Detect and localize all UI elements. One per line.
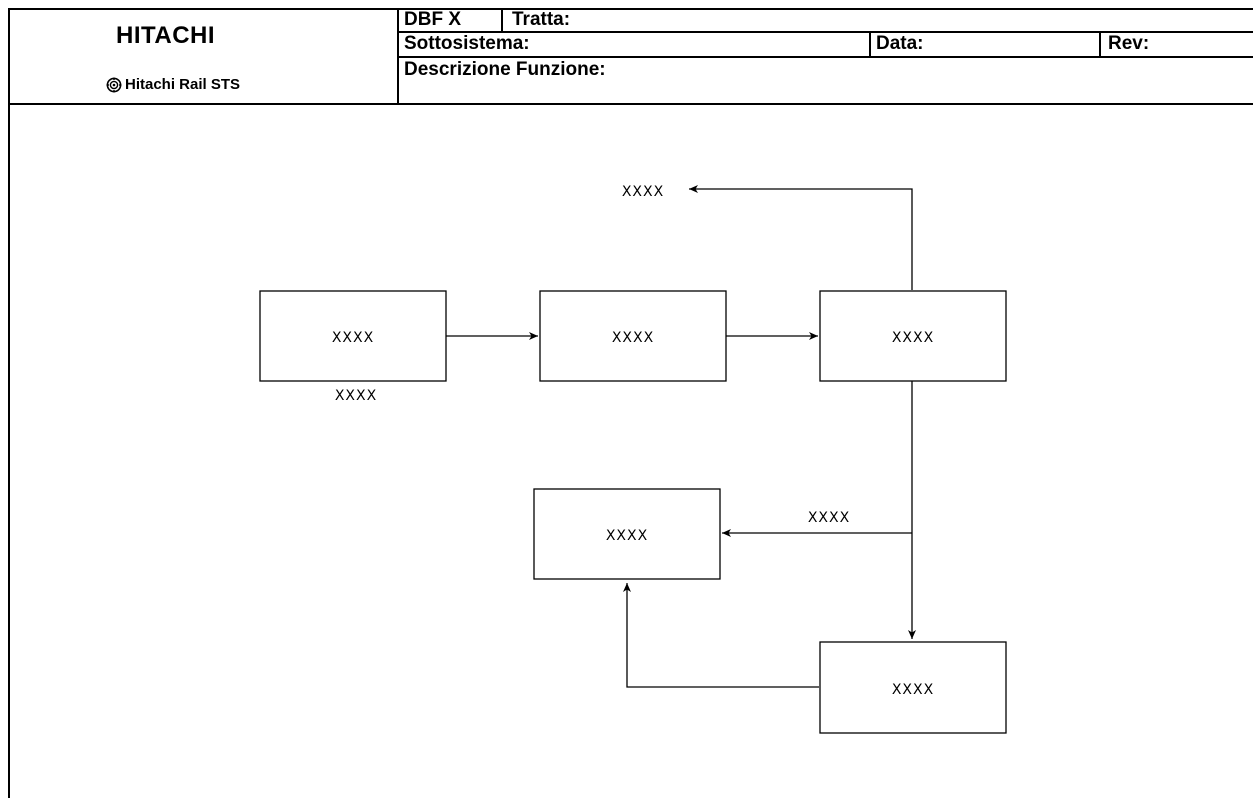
- page-left-border: [8, 105, 10, 798]
- hitachi-logo: HITACHI: [116, 22, 216, 49]
- hitachi-rail-sts-logo: Hitachi Rail STS: [106, 76, 240, 93]
- hitachi-emblem-icon: [106, 77, 122, 92]
- sottosistema-label: Sottosistema:: [404, 33, 530, 54]
- dbf-label: DBF X: [404, 9, 461, 30]
- block-node: XXXX: [819, 290, 1007, 382]
- header-divider: [397, 56, 1253, 58]
- data-label: Data:: [876, 33, 924, 54]
- block-label: XXXX: [612, 330, 654, 346]
- block-label: XXXX: [892, 682, 934, 698]
- edge-label-top-output: XXXX: [622, 184, 664, 200]
- header-divider: [397, 31, 1253, 33]
- descrizione-funzione-label: Descrizione Funzione:: [404, 59, 606, 80]
- edge-label-under-box1: XXXX: [335, 388, 377, 404]
- block-node: XXXX: [259, 290, 447, 382]
- rev-label: Rev:: [1108, 33, 1150, 54]
- document-header: HITACHI Hitachi Rail STS DBF X Tratta: S…: [8, 8, 1253, 105]
- edge-box3-to-top-output: [689, 185, 913, 290]
- block-label: XXXX: [606, 528, 648, 544]
- header-divider: [869, 33, 871, 57]
- edge-box5-to-box4: [623, 583, 819, 688]
- header-divider: [501, 10, 503, 33]
- logo-subtitle: Hitachi Rail STS: [125, 76, 241, 93]
- edge-label-to-box4: XXXX: [808, 510, 850, 526]
- header-divider: [1099, 33, 1101, 57]
- tratta-label: Tratta:: [512, 9, 571, 30]
- block-label: XXXX: [892, 330, 934, 346]
- block-label: XXXX: [332, 330, 374, 346]
- block-node: XXXX: [533, 488, 721, 580]
- block-node: XXXX: [539, 290, 727, 382]
- block-node: XXXX: [819, 641, 1007, 734]
